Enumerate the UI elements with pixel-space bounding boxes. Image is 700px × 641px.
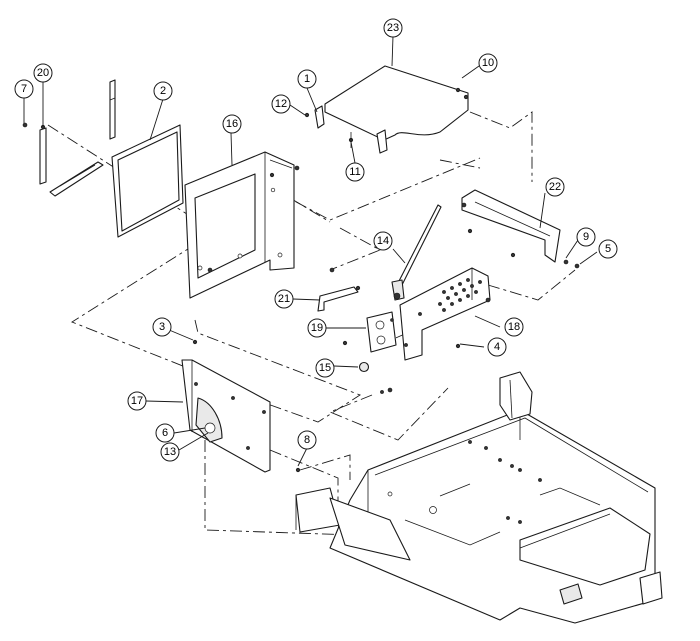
part-16-panel-frame	[184, 151, 300, 299]
svg-text:4: 4	[494, 341, 500, 353]
callout-4: 4	[487, 337, 507, 357]
svg-text:15: 15	[319, 362, 331, 374]
callout-5: 5	[598, 239, 618, 259]
svg-text:3: 3	[159, 321, 165, 333]
callout-10: 10	[478, 53, 498, 73]
callout-12: 12	[271, 94, 291, 114]
callout-18: 18	[504, 317, 524, 337]
part-14-lever	[391, 204, 442, 301]
perforations	[438, 278, 482, 312]
part-23-top-cover	[314, 65, 469, 154]
bottom-angled-strip	[49, 161, 104, 197]
callout-14: 14	[373, 231, 393, 251]
svg-text:19: 19	[311, 322, 323, 334]
callout-6: 6	[155, 423, 175, 443]
part-7-screw	[22, 122, 28, 128]
callout-21: 21	[274, 289, 294, 309]
svg-text:7: 7	[21, 83, 27, 95]
chassis-frame	[295, 371, 663, 624]
callout-3: 3	[152, 317, 172, 337]
callout-17: 17	[127, 391, 147, 411]
callout-15: 15	[315, 358, 335, 378]
callout-9: 9	[576, 227, 596, 247]
svg-text:18: 18	[508, 321, 520, 333]
svg-text:8: 8	[304, 434, 310, 446]
svg-text:13: 13	[164, 446, 176, 458]
part-15-knob	[358, 361, 370, 373]
part-11-fastener	[348, 132, 354, 148]
svg-text:6: 6	[162, 427, 168, 439]
part-19-switch-plate	[366, 311, 397, 353]
svg-text:5: 5	[605, 243, 611, 255]
callout-13: 13	[160, 442, 180, 462]
top-vertical-strip	[109, 79, 116, 140]
part-21-small-bracket	[317, 285, 361, 312]
part-17-lower-panel	[181, 359, 271, 473]
part-20-side-strip	[39, 124, 47, 185]
leader-lines	[23, 35, 598, 467]
part-2-gasket-frame	[111, 124, 184, 238]
callout-11: 11	[345, 162, 365, 182]
svg-text:1: 1	[304, 73, 310, 85]
svg-text:23: 23	[387, 22, 399, 34]
callout-20: 20	[33, 63, 53, 83]
callout-7: 7	[14, 79, 34, 99]
svg-text:17: 17	[131, 395, 143, 407]
svg-text:16: 16	[226, 118, 238, 130]
svg-text:11: 11	[349, 166, 360, 178]
callout-8: 8	[297, 430, 317, 450]
svg-text:9: 9	[583, 231, 589, 243]
part-18-perforated-panel	[399, 267, 491, 361]
callout-23: 23	[383, 18, 403, 38]
part-22-channel-bracket	[461, 189, 561, 263]
callouts: 1 2 3 4 5 6 7 8	[14, 18, 618, 462]
small-fasteners-center	[329, 267, 422, 394]
svg-text:12: 12	[275, 98, 287, 110]
parts-9-5-screws	[510, 252, 580, 269]
callout-2: 2	[153, 81, 173, 101]
callout-19: 19	[307, 318, 327, 338]
svg-text:14: 14	[377, 235, 389, 247]
svg-text:2: 2	[160, 85, 166, 97]
callout-22: 22	[545, 177, 565, 197]
svg-text:22: 22	[549, 181, 561, 193]
svg-text:20: 20	[37, 67, 49, 79]
svg-text:21: 21	[278, 293, 290, 305]
callout-16: 16	[222, 114, 242, 134]
svg-text:10: 10	[482, 57, 494, 69]
part-3-screw	[192, 339, 198, 345]
part-12-fastener	[304, 112, 310, 118]
callout-1: 1	[297, 69, 317, 89]
